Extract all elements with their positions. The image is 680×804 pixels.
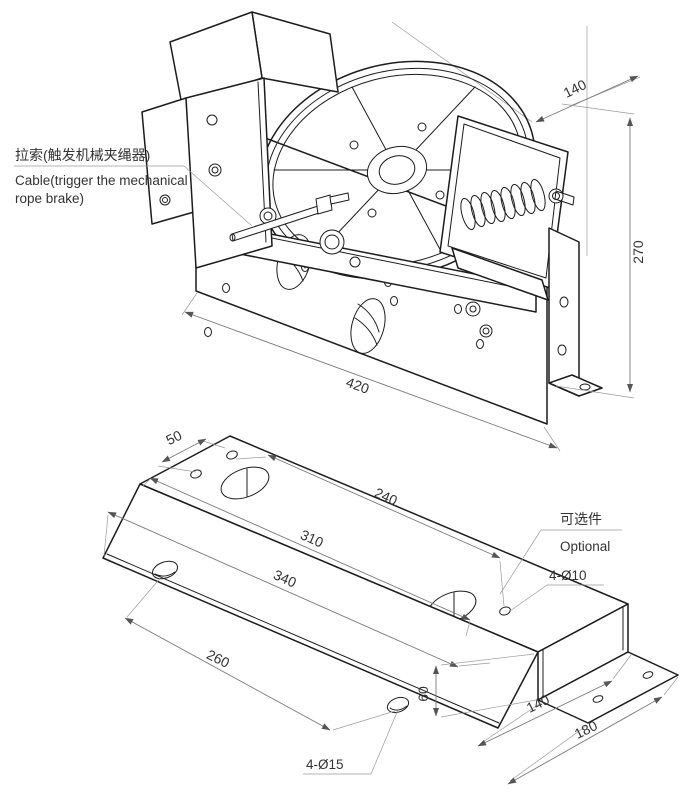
dim-text-260: 260	[204, 646, 232, 671]
left-bracket-assembly	[141, 11, 339, 269]
dimension-device-depth: 140	[535, 75, 641, 123]
dimension-device-height: 270	[555, 103, 646, 399]
spring-coil	[460, 178, 546, 231]
dim-text-270: 270	[630, 240, 646, 264]
mounting-bracket-drawing: 50 240 310 340 260	[102, 427, 679, 785]
hole-callout-d10: 4-Ø10	[509, 568, 604, 612]
dim-text-180: 180	[572, 717, 600, 742]
dim-text-50: 50	[163, 427, 184, 448]
hole-label-d10: 4-Ø10	[549, 568, 587, 583]
hole-label-d15: 4-Ø15	[306, 757, 344, 772]
dim-text-140: 140	[561, 76, 589, 101]
optional-callout: 可选件 Optional	[499, 511, 622, 595]
spring-assembly	[439, 115, 575, 301]
cable-label-cn: 拉索(触发机械夹绳器)	[15, 147, 150, 163]
dim-text-420: 420	[344, 374, 372, 397]
optional-label-en: Optional	[560, 539, 610, 554]
optional-label-cn: 可选件	[560, 511, 602, 527]
trigger-cable-rod	[229, 192, 350, 242]
rope-brake-device-drawing: 140 270 420 拉索(触发机械夹绳器) Cable(trigger th…	[14, 11, 646, 452]
cable-label-en-2: rope brake)	[15, 191, 84, 206]
dimension-device-width: 420	[181, 292, 561, 452]
cable-callout: 拉索(触发机械夹绳器) Cable(trigger the mechanical…	[14, 147, 253, 227]
dim-text-60: 60	[415, 686, 431, 702]
dimension-bracket-50: 50	[157, 427, 226, 473]
center-bolts	[259, 207, 361, 268]
cable-label-en-1: Cable(trigger the mechanical	[15, 173, 188, 188]
hole-callout-d15: 4-Ø15	[303, 709, 399, 775]
